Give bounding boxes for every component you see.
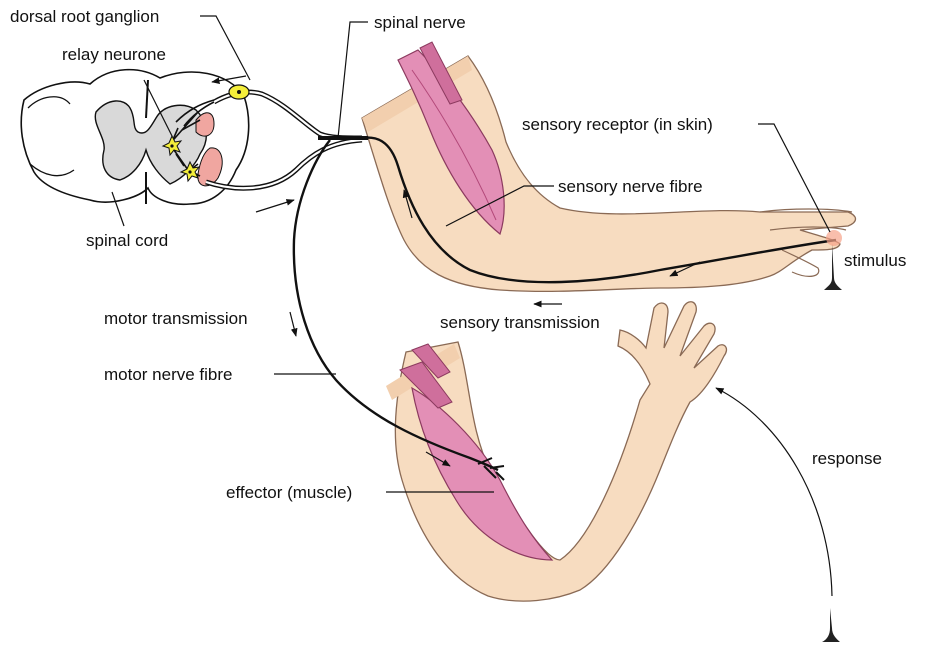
- label-spinal-cord: spinal cord: [86, 231, 168, 250]
- label-sensory-nerve-fibre: sensory nerve fibre: [558, 177, 703, 196]
- label-response: response: [812, 449, 882, 468]
- stimulus-glow: [826, 230, 842, 246]
- label-spinal-nerve: spinal nerve: [374, 13, 466, 32]
- label-sensory-receptor: sensory receptor (in skin): [522, 115, 713, 134]
- response-arc: [716, 388, 832, 596]
- stimulus-pin: [824, 244, 842, 290]
- label-stimulus: stimulus: [844, 251, 906, 270]
- response-pin: [822, 608, 840, 642]
- label-effector: effector (muscle): [226, 483, 352, 502]
- arrow-dorsal-entry: [256, 200, 294, 212]
- arrow-motor-transmission: [290, 312, 296, 336]
- leader-dorsal-root-ganglion: [200, 16, 250, 80]
- label-motor-nerve-fibre: motor nerve fibre: [104, 365, 233, 384]
- label-motor-transmission: motor transmission: [104, 309, 248, 328]
- upper-arm-illustration: [362, 42, 856, 291]
- label-sensory-transmission: sensory transmission: [440, 313, 600, 332]
- label-relay-neurone: relay neurone: [62, 45, 166, 64]
- stimulus-source: [822, 230, 842, 642]
- lower-arm-illustration: [386, 302, 726, 601]
- label-dorsal-root-ganglion: dorsal root ganglion: [10, 7, 159, 26]
- dorsal-root-ganglion: [229, 85, 249, 99]
